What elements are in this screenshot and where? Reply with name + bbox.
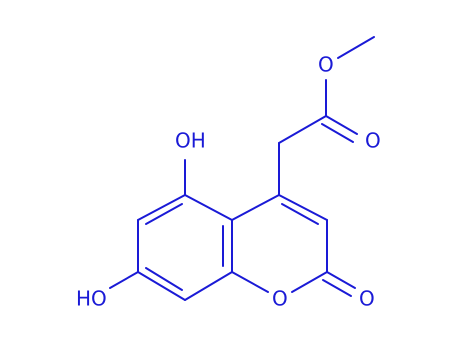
atom-label-ester-oxygen: O <box>318 53 334 77</box>
atom-label-oh-top: OH <box>175 129 206 153</box>
bond-c2-o1 <box>291 271 328 293</box>
atom-label-ho-bottom-left: HO <box>76 287 107 311</box>
bond-c4-c3 <box>278 194 328 221</box>
bond-c4a-c4 <box>231 194 280 221</box>
bond-c8-c7 <box>137 271 186 301</box>
bond-o-methyl <box>337 36 375 59</box>
atom-labels: OH HO O O O O <box>76 53 381 311</box>
bond-c2-o-carbonyl-b <box>322 279 352 297</box>
bond-ester-c-o-double-b <box>321 123 354 143</box>
bond-inner-c5-c6 <box>145 203 183 225</box>
bond-o1-c8a <box>231 271 269 293</box>
atom-label-ring-oxygen: O <box>272 287 288 311</box>
atom-label-carbonyl-oxygen-ring: O <box>359 287 375 311</box>
bond-inner-c7-c8 <box>145 267 183 291</box>
bond-ester-c-o-double-a <box>325 115 358 135</box>
bond-c5-c4a <box>184 194 233 221</box>
bond-c8a-c8 <box>184 271 233 301</box>
bond-inner-c3-c4 <box>281 203 319 225</box>
bonds <box>109 36 375 301</box>
bond-c7-ho <box>109 271 139 289</box>
atom-label-carbonyl-oxygen-ester: O <box>365 129 381 153</box>
bond-c6-c5 <box>137 194 186 221</box>
bond-c2-o-carbonyl-a <box>326 271 356 289</box>
bond-ch2-ester-c <box>278 115 327 144</box>
